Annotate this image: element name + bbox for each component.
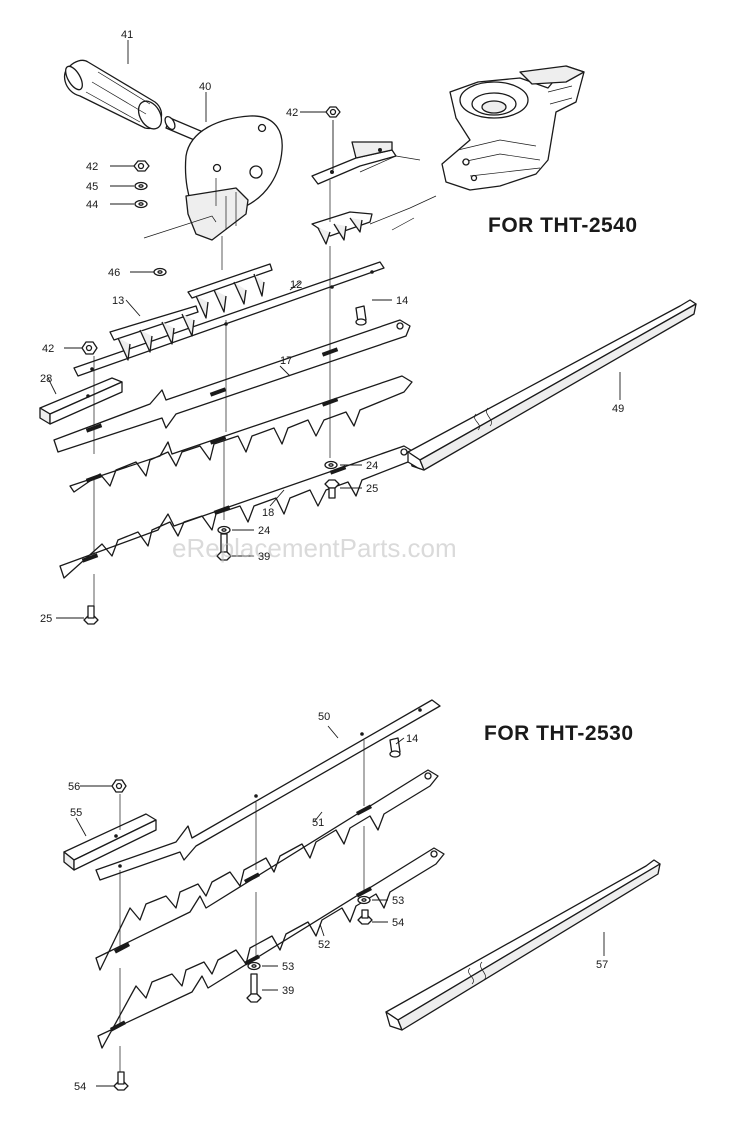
part-label-53: 53: [282, 961, 294, 973]
gear-case-part: [441, 65, 585, 191]
leader-lines-bottom: [75, 725, 605, 1087]
part-label-39: 39: [258, 551, 270, 563]
watermark: eReplacementParts.com: [172, 533, 457, 563]
part-label-12: 12: [290, 279, 302, 291]
part-label-56: 56: [68, 781, 80, 793]
handle-grip-part: [63, 59, 163, 130]
part-label-49: 49: [612, 403, 624, 415]
washer-46: [153, 267, 167, 277]
part-label-13: 13: [112, 295, 124, 307]
nut-42-left: [81, 341, 98, 355]
part-label-46: 46: [108, 267, 120, 279]
part-label-42: 42: [286, 107, 298, 119]
part-label-42: 42: [42, 343, 54, 355]
part-label-25: 25: [366, 483, 378, 495]
part-label-28: 28: [40, 373, 52, 385]
clip-plate-part: [311, 141, 397, 185]
hardware-group-53-54-39: [113, 895, 373, 1091]
section-title-tht-2530: FOR THT-2530: [484, 722, 634, 745]
part-label-18: 18: [262, 507, 274, 519]
cutter-blade-part-51: [95, 769, 439, 971]
part-label-53: 53: [392, 895, 404, 907]
part-label-14: 14: [396, 295, 408, 307]
hardware-group-24-25-39: [83, 460, 340, 625]
part-label-54: 54: [74, 1081, 86, 1093]
blade-sheath-part-49: [407, 299, 697, 471]
blade-bar-part-50: [95, 699, 441, 881]
part-label-54: 54: [392, 917, 404, 929]
part-label-41: 41: [121, 29, 133, 41]
cutter-blade-part-17: [53, 319, 413, 493]
part-label-39: 39: [282, 985, 294, 997]
hardware-group-42-45-44: [133, 160, 150, 209]
part-label-40: 40: [199, 81, 211, 93]
part-label-24: 24: [366, 460, 378, 472]
upper-guard-part: [311, 211, 373, 245]
blade-sheath-part-57: [385, 859, 661, 1031]
bolt-14-top: [355, 305, 367, 326]
part-label-44: 44: [86, 199, 98, 211]
nut-56: [111, 779, 127, 793]
part-label-24: 24: [258, 525, 270, 537]
finger-guard-part-13: [109, 263, 273, 361]
spacer-part-28: [39, 377, 123, 425]
part-label-52: 52: [318, 939, 330, 951]
part-label-25: 25: [40, 613, 52, 625]
cutter-blade-part-52: [97, 847, 445, 1049]
part-label-42: 42: [86, 161, 98, 173]
part-label-45: 45: [86, 181, 98, 193]
nut-42-top: [325, 106, 341, 118]
part-label-51: 51: [312, 817, 324, 829]
part-label-50: 50: [318, 711, 330, 723]
spacer-part-55: [63, 813, 157, 871]
blade-bar-part-12: [73, 261, 385, 377]
part-label-17: 17: [280, 355, 292, 367]
section-title-tht-2540: FOR THT-2540: [488, 214, 638, 237]
part-label-55: 55: [70, 807, 82, 819]
handle-bracket-part: [164, 115, 283, 241]
part-label-14: 14: [406, 733, 418, 745]
leader-lines-top: [47, 40, 621, 619]
bolt-14-bottom: [389, 737, 401, 758]
part-label-57: 57: [596, 959, 608, 971]
